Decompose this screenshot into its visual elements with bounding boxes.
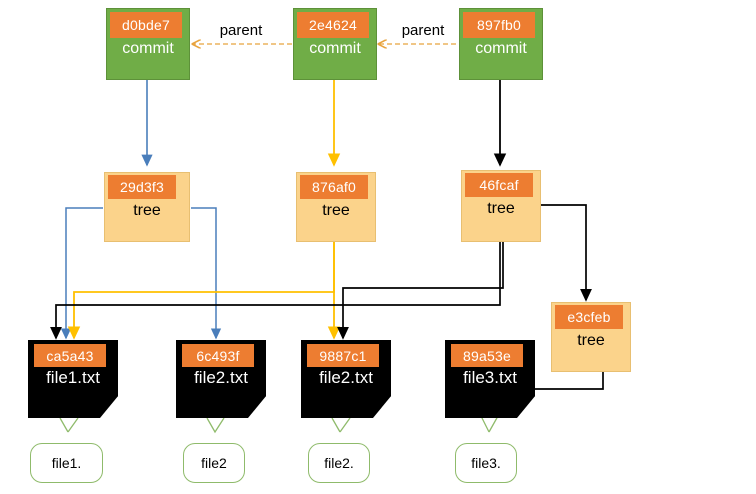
blob-hash: 6c493f	[182, 344, 254, 367]
blob-filename: file3.txt	[463, 368, 517, 387]
tree-hash: 876af0	[300, 175, 368, 199]
callout-tail-file3	[480, 415, 499, 433]
callout-tail-file2b	[331, 417, 351, 433]
tree-type-label: tree	[322, 202, 350, 219]
commit-hash: 2e4624	[297, 12, 369, 38]
tree-node-e3cfeb[interactable]: e3cfeb tree	[551, 302, 631, 372]
edge-tree-46fcaf-to-9887c1	[337, 242, 504, 340]
blob-node-89a53e[interactable]: 89a53e file3.txt	[445, 340, 535, 418]
tree-node-29d3f3[interactable]: 29d3f3 tree	[104, 172, 190, 242]
callout-file3[interactable]: file3.	[455, 443, 517, 483]
edge-tree-29d3f3-to-ca5a43	[60, 207, 103, 340]
blob-hash: 9887c1	[307, 344, 379, 367]
edge-tree-46fcaf-to-ca5a43	[50, 242, 501, 340]
blob-hash: ca5a43	[34, 344, 106, 367]
commit-hash: 897fb0	[463, 12, 535, 38]
tree-hash: 46fcaf	[465, 173, 533, 197]
parent-edge-label-1: parent	[219, 21, 263, 39]
commit-node-2e4624[interactable]: 2e4624 commit	[293, 8, 377, 80]
callout-tail-file1	[59, 417, 79, 433]
blob-filename: file2.txt	[319, 368, 373, 387]
parent-edge-label-2: parent	[401, 21, 445, 39]
tree-hash: 29d3f3	[108, 175, 176, 199]
blob-node-9887c1[interactable]: 9887c1 file2.txt	[301, 340, 391, 418]
tree-node-876af0[interactable]: 876af0 tree	[296, 172, 376, 242]
callout-file2-a[interactable]: file2	[183, 443, 245, 483]
tree-node-46fcaf[interactable]: 46fcaf 46fcaf tree	[461, 170, 541, 242]
edge-tree-876af0-to-ca5a43	[67, 242, 335, 340]
commit-type-label: commit	[309, 40, 361, 57]
commit-hash: d0bde7	[110, 12, 182, 38]
commit-type-label: commit	[122, 40, 174, 57]
blob-hash: 89a53e	[451, 344, 523, 367]
blob-node-ca5a43[interactable]: ca5a43 file1.txt	[28, 340, 118, 418]
tree-hash: e3cfeb	[555, 305, 623, 329]
blob-filename: file2.txt	[194, 368, 248, 387]
callout-tail-file2a	[206, 417, 225, 434]
blob-node-6c493f[interactable]: 6c493f file2.txt	[176, 340, 266, 418]
tree-type-label: tree	[577, 332, 605, 349]
tree-type-label-text: tree	[487, 200, 515, 217]
commit-node-d0bde7[interactable]: d0bde7 commit	[106, 8, 190, 80]
commit-node-897fb0[interactable]: 897fb0 commit	[459, 8, 543, 80]
callout-file2-b[interactable]: file2.	[308, 443, 370, 483]
callout-file1[interactable]: file1.	[30, 443, 103, 483]
edge-tree-46fcaf-to-tree-e3cfeb	[541, 204, 592, 302]
tree-type-label: tree	[133, 202, 161, 219]
edge-tree-29d3f3-to-6c493f	[191, 207, 222, 340]
commit-type-label: commit	[475, 40, 527, 57]
edge-tree-e3cfeb-to-89a53e	[522, 372, 604, 395]
blob-filename: file1.txt	[46, 368, 100, 387]
